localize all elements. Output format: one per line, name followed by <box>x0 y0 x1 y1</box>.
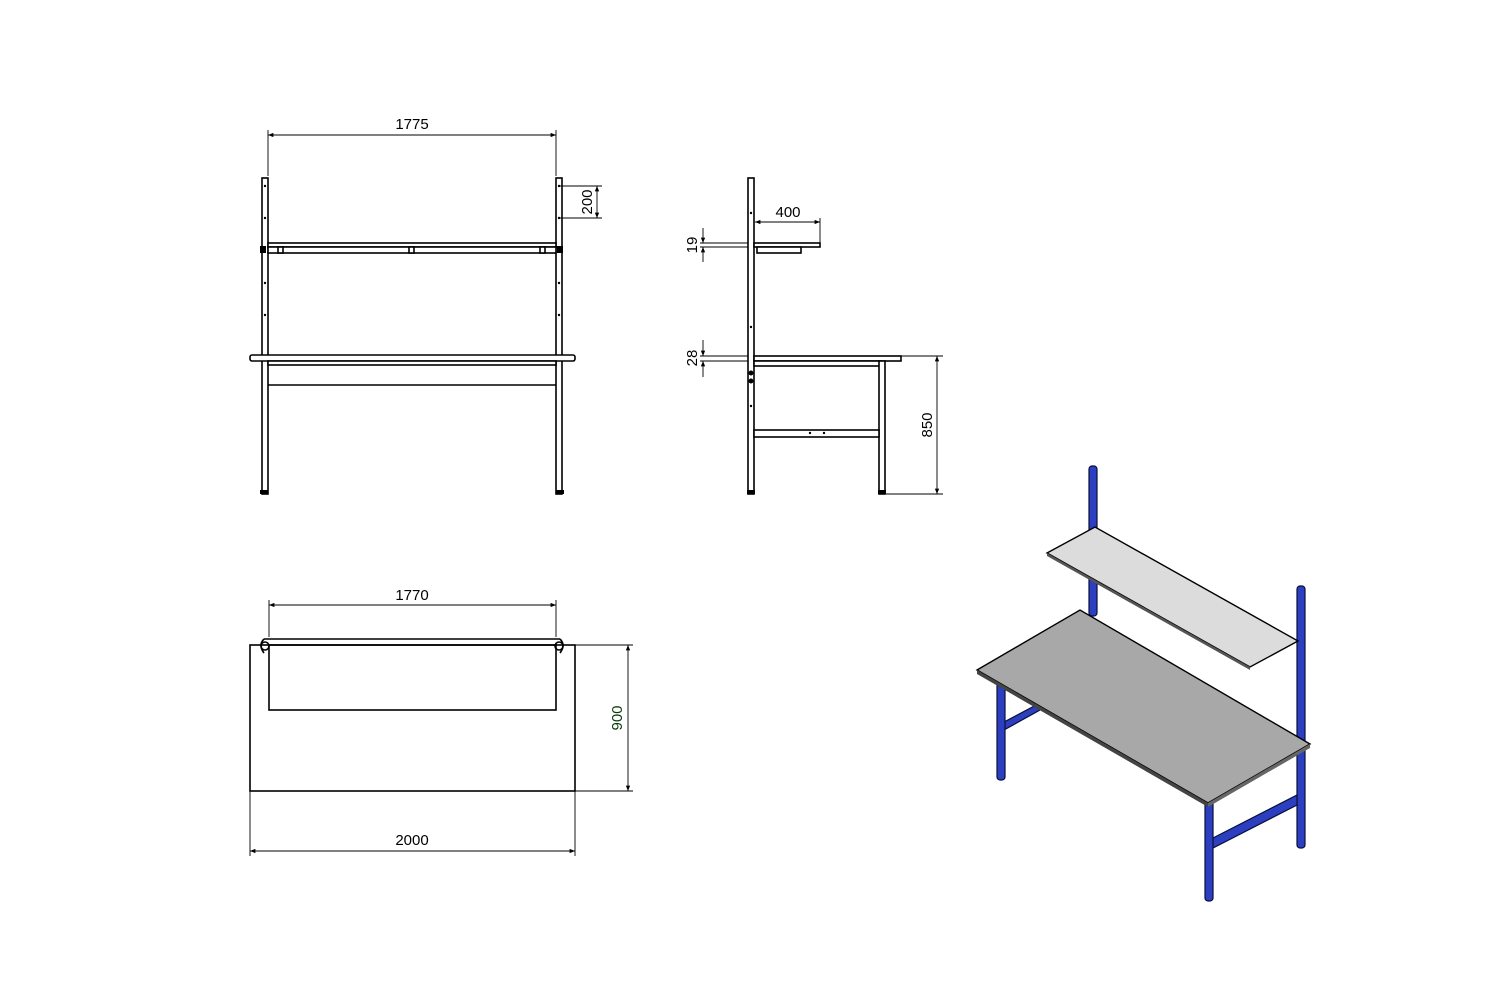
top-view: 1770 900 2000 <box>249 587 633 856</box>
front-left-leg <box>996 675 1006 781</box>
dim-depth-900: 900 <box>609 705 626 730</box>
side-rail <box>753 360 881 367</box>
dim-inner-width-1770: 1770 <box>395 587 428 604</box>
dim-width-1775: 1775 <box>395 116 428 133</box>
isometric-view <box>975 465 1312 902</box>
shelf-board <box>1045 526 1300 668</box>
shelf-bracket <box>756 246 802 254</box>
front-rail <box>267 360 557 366</box>
left-upright <box>261 177 269 495</box>
upright <box>747 177 755 495</box>
front-leg <box>878 360 886 495</box>
table-top-outline <box>249 644 576 792</box>
right-crossbar <box>1212 794 1298 849</box>
back-right-upright <box>1296 585 1306 849</box>
right-upright <box>555 177 563 495</box>
lower-crossbar <box>753 429 880 438</box>
dim-shelf-thickness-19: 19 <box>684 237 701 254</box>
dim-top-thickness-28: 28 <box>684 350 701 367</box>
front-right-leg <box>1204 795 1214 902</box>
table-top <box>249 354 576 362</box>
front-view: 1775 200 <box>249 116 602 495</box>
dim-hole-spacing-200: 200 <box>579 189 596 214</box>
side-view: 400 19 28 850 <box>684 177 943 495</box>
shelf-outline <box>268 644 557 711</box>
dim-height-850: 850 <box>919 412 936 437</box>
dim-shelf-depth-400: 400 <box>775 204 800 221</box>
dim-overall-width-2000: 2000 <box>395 832 428 849</box>
